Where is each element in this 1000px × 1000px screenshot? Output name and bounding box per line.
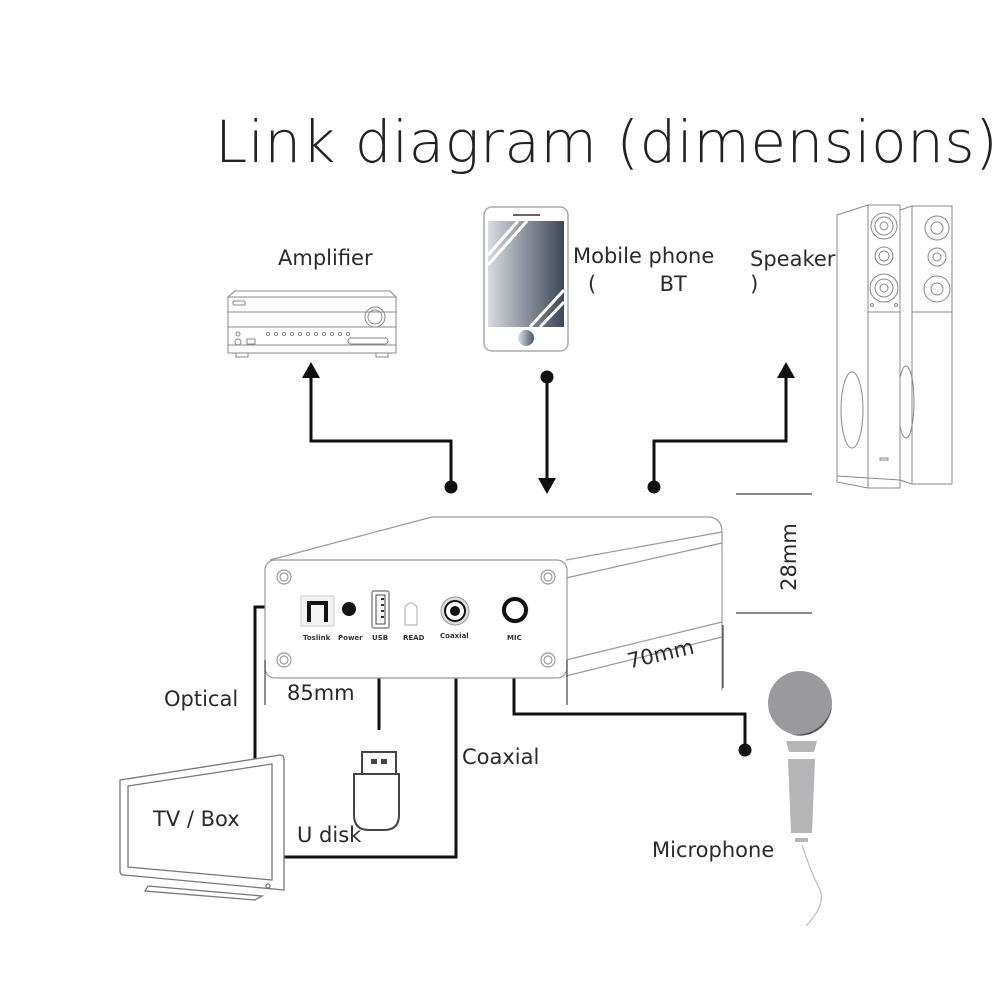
width-dimension: 85mm (287, 681, 355, 705)
amplifier-icon (226, 290, 398, 358)
arrow-to-amplifier (302, 362, 320, 378)
speaker-icon (836, 204, 953, 489)
mobile-phone-bt-label: ( BT ) (588, 272, 758, 296)
coaxial-label: Coaxial (462, 745, 540, 769)
port-label-power: Power (338, 634, 363, 642)
usb-port (371, 590, 390, 629)
amplifier-label: Amplifier (278, 246, 373, 270)
mobile-phone-label: Mobile phone (573, 244, 715, 268)
arrow-from-phone (538, 478, 556, 494)
power-port (342, 602, 356, 616)
microphone-label: Microphone (652, 838, 775, 862)
height-dimension: 28mm (776, 523, 801, 591)
port-label-coaxial: Coaxial (440, 632, 469, 640)
dimension-lines (264, 493, 812, 705)
arrow-to-speaker (777, 362, 795, 378)
u-disk-icon (353, 751, 400, 831)
mobile-phone-icon (483, 206, 569, 352)
port-label-mic: MIC (507, 634, 522, 642)
toslink-port (300, 595, 335, 627)
device-box (264, 516, 723, 690)
tv-box-label: TV / Box (153, 807, 240, 831)
u-disk-label: U disk (297, 823, 362, 847)
bt-label: ( BT ) (588, 272, 759, 296)
mic-port (501, 596, 529, 624)
optical-label: Optical (164, 687, 239, 711)
microphone-icon (768, 671, 832, 927)
tv-box-icon (119, 754, 285, 901)
port-label-toslink: Toslink (303, 634, 331, 642)
page-title: Link diagram (dimensions) (215, 108, 999, 176)
speaker-label: Speaker (750, 247, 836, 271)
read-port (404, 602, 418, 626)
coaxial-port (440, 596, 470, 626)
port-label-usb: USB (372, 634, 389, 642)
port-label-read: READ (403, 634, 425, 642)
